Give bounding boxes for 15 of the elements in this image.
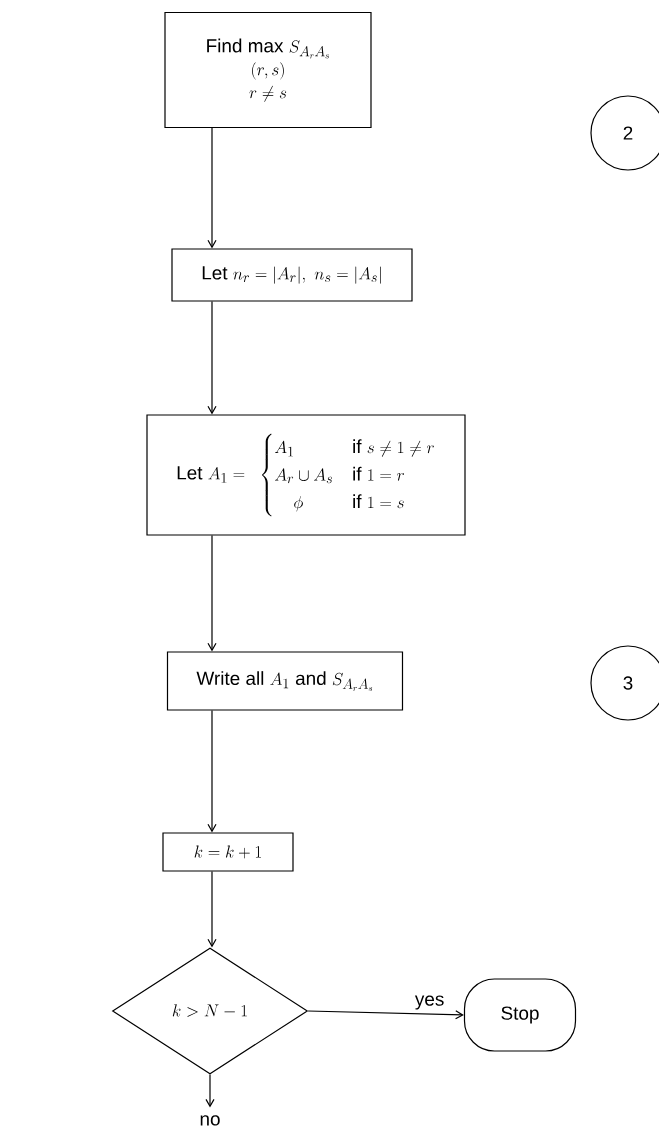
arrow bbox=[205, 1074, 215, 1108]
arrow bbox=[207, 871, 217, 948]
arrow bbox=[207, 710, 217, 833]
arrow bbox=[207, 535, 217, 652]
process-box: $\mbox{Find max }S_{A_rA_s}$ $(r,s)$ $r \neq s$ bbox=[164, 11, 372, 129]
terminal-box: Stop bbox=[463, 978, 577, 1052]
arrow bbox=[207, 301, 217, 415]
arrow bbox=[307, 1010, 464, 1020]
edge-label: yes bbox=[413, 994, 446, 1011]
process-box: $\mbox{Let }n_r = |A_r|,\ n_s = |A_s|$ bbox=[171, 248, 413, 302]
process-box: $\mbox{Write all }A_1\mbox{ and }S_{A_rA_s}$ bbox=[166, 651, 404, 711]
arrow bbox=[207, 127, 217, 249]
process-box: $k = k + 1$ bbox=[162, 832, 294, 872]
edge-label: no bbox=[198, 1114, 222, 1127]
process-box: $\mbox{Let }A_1 =$ $\begin{cases} A_1 & \mbox{if }s \neq 1 \neq r \\ A_r \cup A_s & \mbox{if }1 = r \\ \quad\phi & \mbox{if }1 = s \end{cases}$ bbox=[146, 414, 466, 536]
